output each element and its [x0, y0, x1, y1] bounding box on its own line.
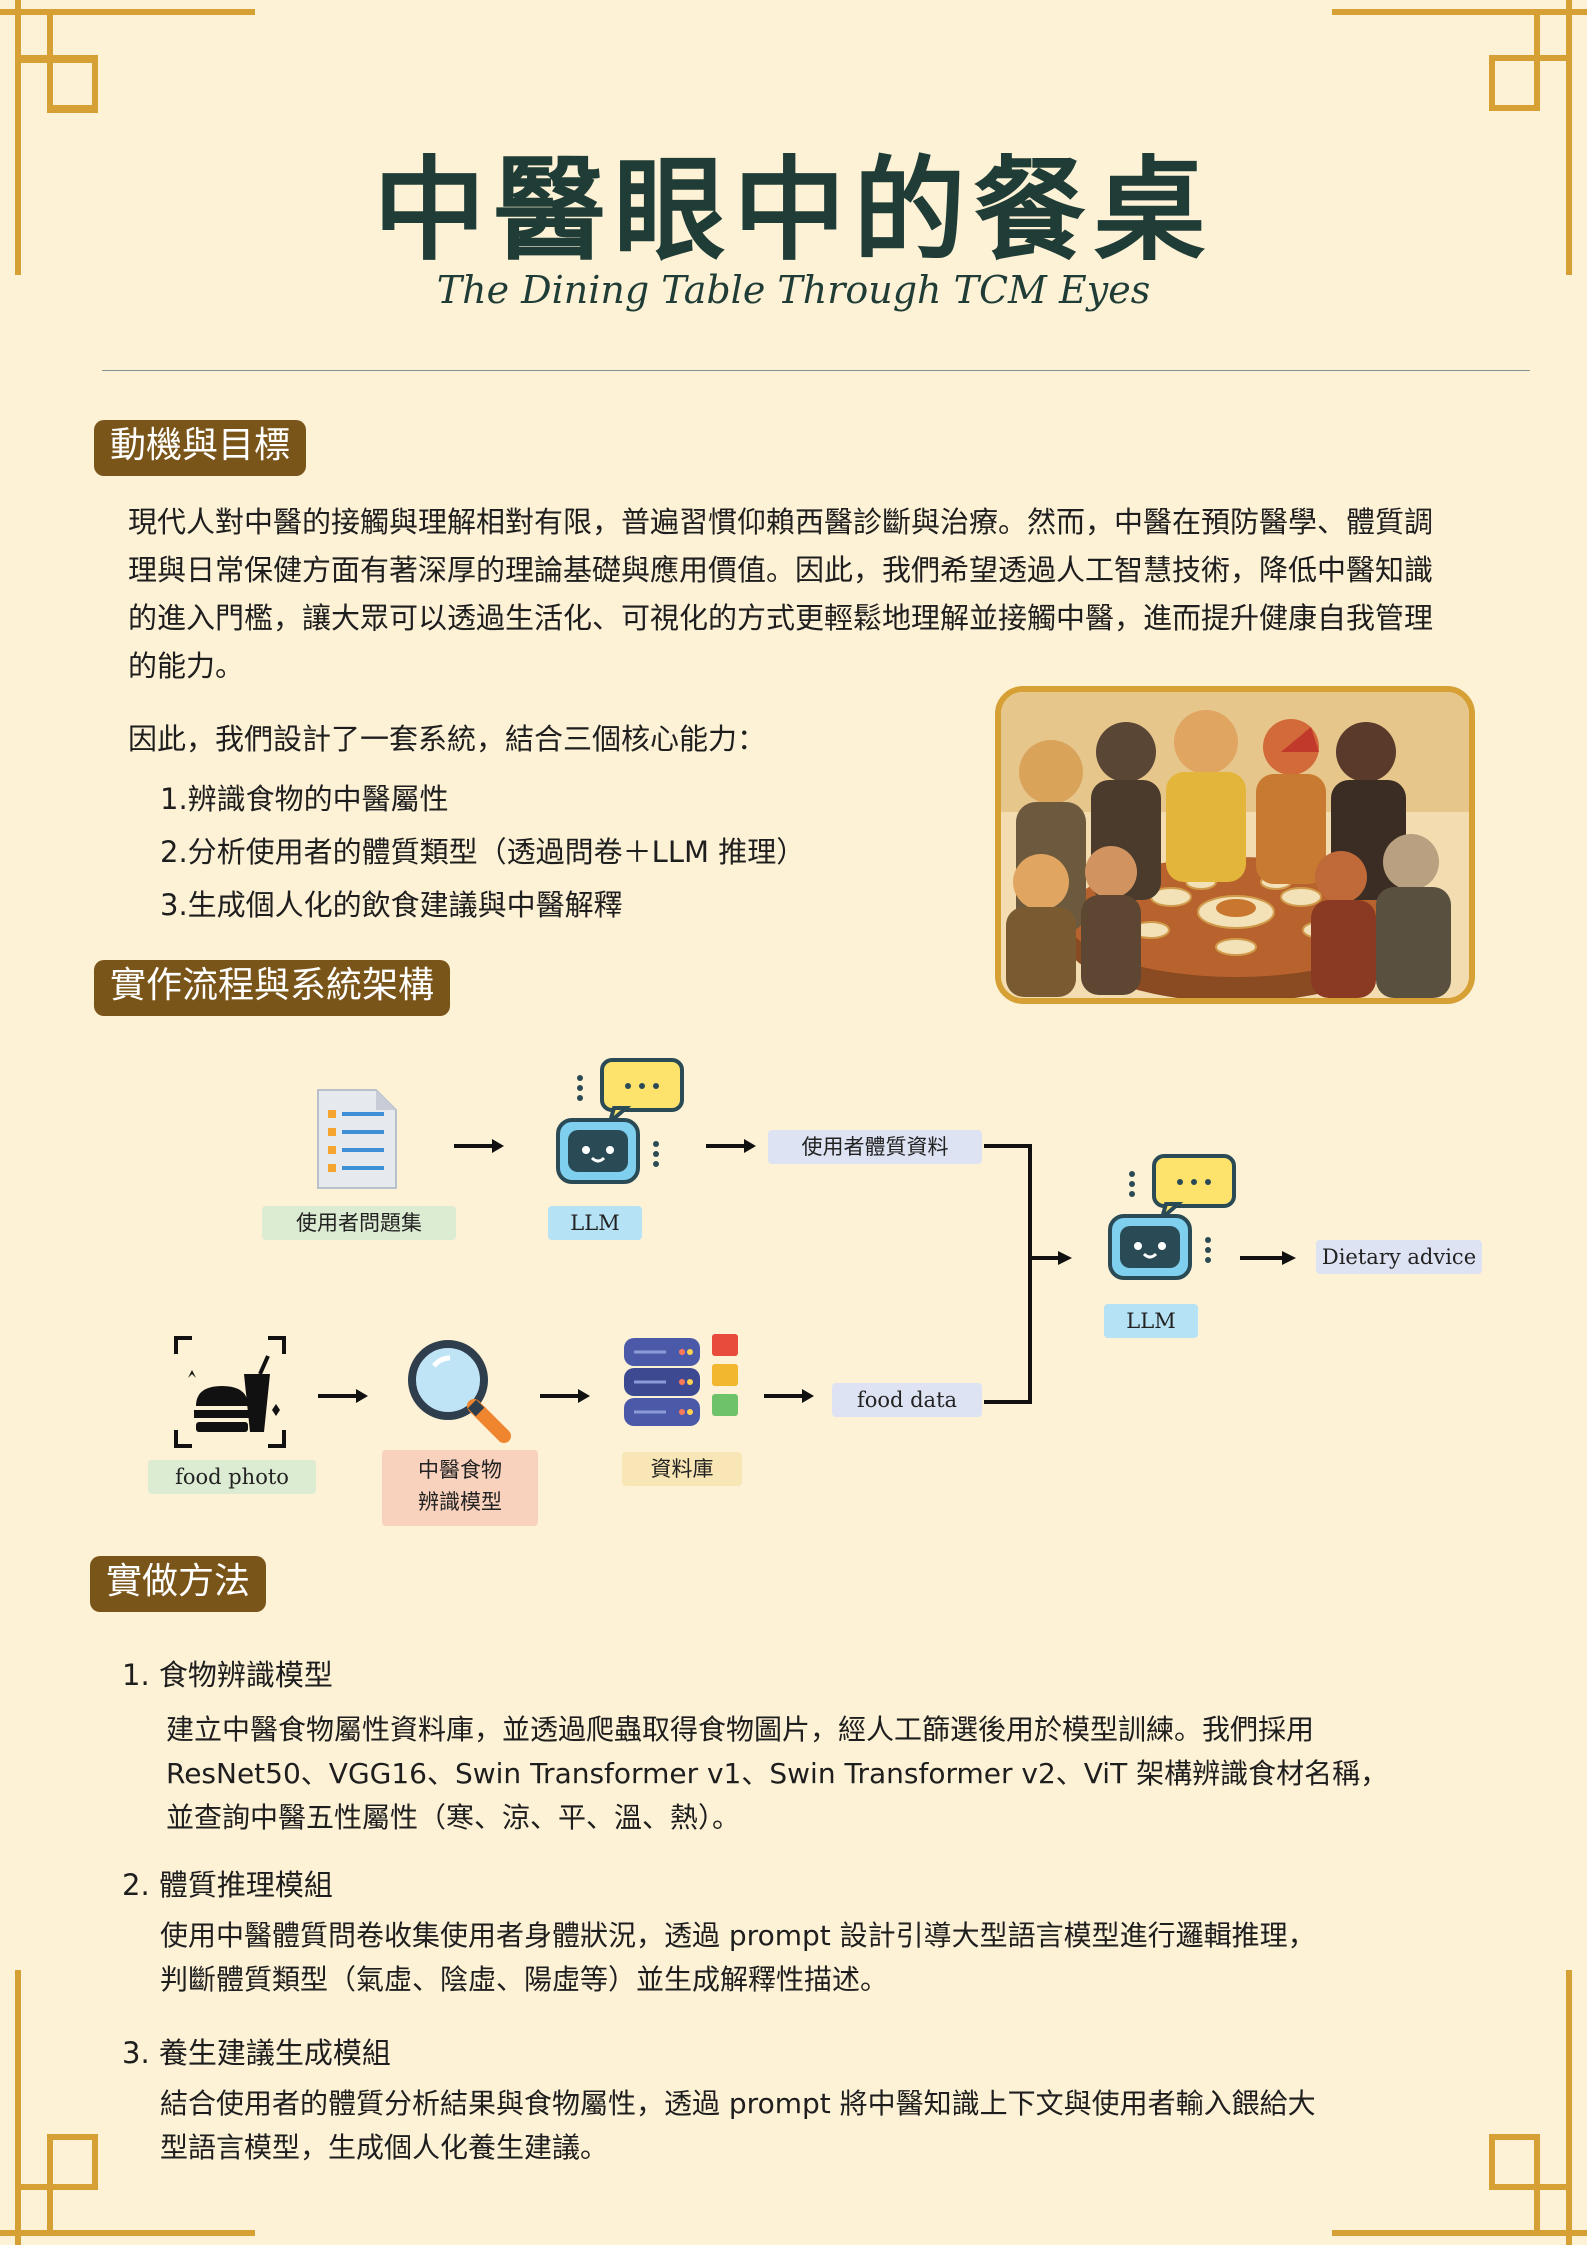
arrow-icon	[764, 1389, 814, 1403]
description-line: 結合使用者的體質分析結果與食物屬性，透過 prompt 將中醫知識上下文與使用者…	[160, 2087, 1316, 2120]
page-title: 中醫眼中的餐桌	[373, 146, 1214, 276]
flow-label-dietary-advice: Dietary advice	[1316, 1240, 1482, 1274]
corner-ornament-top-right	[1332, 0, 1587, 275]
flow-label-llm-1: LLM	[548, 1206, 642, 1240]
description-line: 型語言模型，生成個人化養生建議。	[160, 2131, 609, 2164]
flow-label-llm-2: LLM	[1104, 1304, 1198, 1338]
description-line: 並查詢中醫五性屬性（寒、涼、平、溫、熱）。	[166, 1801, 741, 1834]
flow-label-model-line2: 辨識模型	[418, 1490, 502, 1514]
page-subtitle: The Dining Table Through TCM Eyes	[436, 268, 1151, 312]
flow-label-questionnaire: 使用者問題集	[262, 1206, 456, 1240]
motivation-paragraph: 現代人對中醫的接觸與理解相對有限，普遍習慣仰賴西醫診斷與治療。然而，中醫在預防醫…	[128, 505, 1434, 683]
system-intro: 因此，我們設計了一套系統，結合三個核心能力：	[128, 722, 767, 756]
dining-table-illustration	[995, 686, 1475, 1004]
capability-item: 1.辨識食物的中醫屬性	[160, 782, 449, 816]
arrow-icon	[1240, 1251, 1296, 1265]
method-item-title: 2. 體質推理模組	[122, 1868, 333, 1902]
flow-label-food-data: food data	[832, 1383, 982, 1417]
flow-label-database: 資料庫	[622, 1452, 742, 1486]
flow-label-recognition-model: 中醫食物 辨識模型	[382, 1450, 538, 1526]
corner-ornament-bottom-left	[0, 1970, 255, 2245]
arrow-icon	[454, 1139, 504, 1153]
magnifier-icon	[408, 1340, 511, 1443]
description-line: 建立中醫食物屬性資料庫，並透過爬蟲取得食物圖片，經人工篩選後用於模型訓練。我們採…	[166, 1713, 1315, 1746]
method-item-description: 結合使用者的體質分析結果與食物屬性，透過 prompt 將中醫知識上下文與使用者…	[160, 2082, 1316, 2170]
arrow-icon	[540, 1389, 590, 1403]
robot-icon	[556, 1058, 684, 1184]
corner-ornament-top-left-line	[0, 0, 255, 275]
method-item-title: 3. 養生建議生成模組	[122, 2036, 391, 2070]
food-scan-icon	[174, 1336, 286, 1448]
corner-ornament-bottom-right	[1332, 1970, 1587, 2245]
description-line: ResNet50、VGG16、Swin Transformer v1、Swin …	[166, 1757, 1389, 1790]
arrow-icon	[706, 1139, 756, 1153]
robot-icon	[1108, 1154, 1236, 1280]
arrow-icon	[318, 1389, 368, 1403]
flow-label-model-line1: 中醫食物	[418, 1458, 502, 1482]
document-icon	[317, 1089, 397, 1189]
capability-item: 2.分析使用者的體質類型（透過問卷＋LLM 推理）	[160, 835, 806, 869]
section-heading-motivation: 動機與目標	[94, 420, 307, 476]
section-heading-method: 實做方法	[90, 1556, 267, 1612]
method-item-description: 使用中醫體質問卷收集使用者身體狀況，透過 prompt 設計引導大型語言模型進行…	[160, 1914, 1316, 2002]
flow-label-user-data: 使用者體質資料	[768, 1130, 982, 1164]
title-divider	[102, 370, 1530, 371]
method-item-title: 1. 食物辨識模型	[122, 1658, 333, 1692]
capability-item: 3.生成個人化的飲食建議與中醫解釋	[160, 888, 623, 922]
database-icon	[624, 1334, 738, 1426]
description-line: 使用中醫體質問卷收集使用者身體狀況，透過 prompt 設計引導大型語言模型進行…	[160, 1919, 1316, 1952]
connector-lines	[984, 1144, 1072, 1404]
description-line: 判斷體質類型（氣虛、陰虛、陽虛等）並生成解釋性描述。	[160, 1963, 889, 1996]
section-heading-architecture: 實作流程與系統架構	[94, 960, 451, 1016]
method-item-description: 建立中醫食物屬性資料庫，並透過爬蟲取得食物圖片，經人工篩選後用於模型訓練。我們採…	[166, 1708, 1388, 1840]
flow-label-food-photo: food photo	[148, 1460, 316, 1494]
